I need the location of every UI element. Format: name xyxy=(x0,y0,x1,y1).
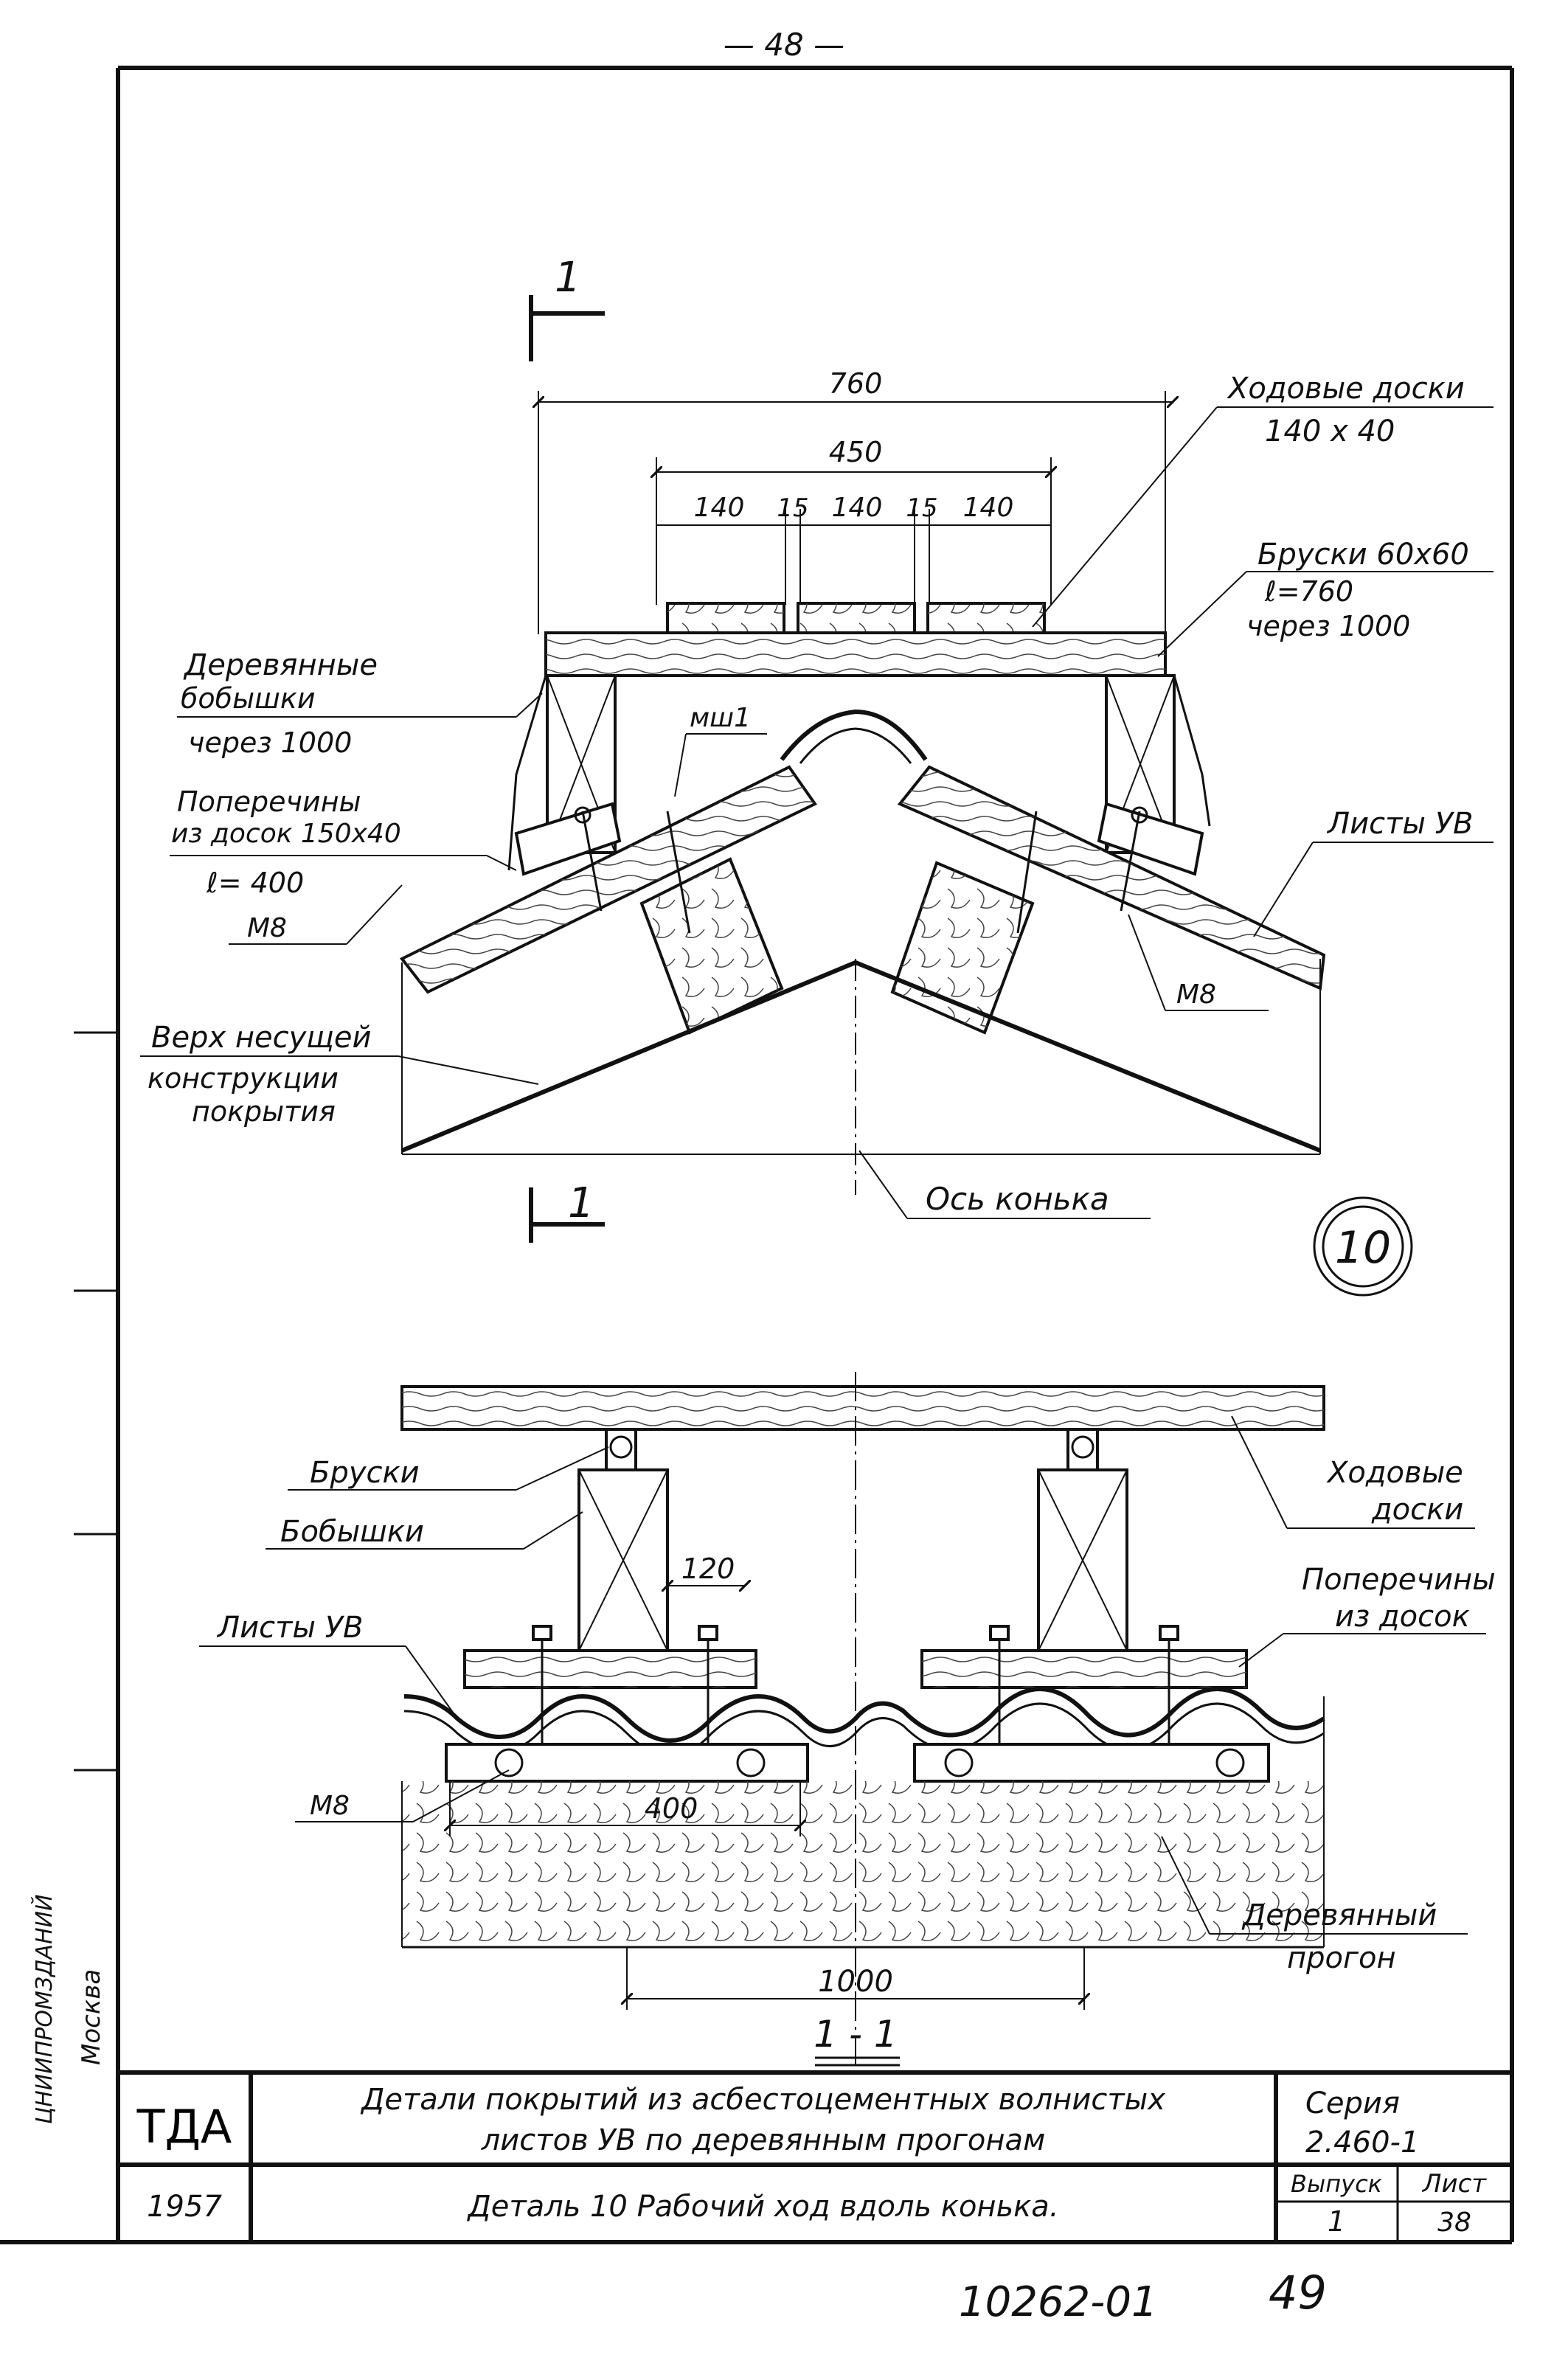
org-code: ТДА xyxy=(136,2100,232,2154)
svg-text:1: 1 xyxy=(568,1179,594,1227)
dim-15-a: 15 xyxy=(777,493,808,523)
label-top-structure: Верх несущей xyxy=(151,1021,372,1055)
svg-text:прогон: прогон xyxy=(1287,1941,1396,1975)
side-stamps: ЦНИИПРОМЗДАНИЙ Москва xyxy=(31,1031,118,2124)
dim-400: 400 xyxy=(645,1792,698,1825)
dim-760: 760 xyxy=(829,367,883,400)
year: 1957 xyxy=(147,2190,222,2224)
corrugated-sheet xyxy=(403,1687,1325,1757)
label-bars-lower: Бруски xyxy=(310,1456,420,1490)
svg-text:через 1000: через 1000 xyxy=(188,726,352,759)
detail-number: 10 xyxy=(1335,1222,1391,1274)
svg-text:1: 1 xyxy=(555,254,581,302)
lower-labels: Бруски Бобышки Листы УВ М8 Ходовые доски… xyxy=(199,1415,1496,2067)
label-ridge-axis: Ось конька xyxy=(926,1181,1109,1217)
top-dimensions: 760 450 140 15 140 15 140 xyxy=(538,367,1173,634)
series-label: Серия xyxy=(1305,2087,1400,2120)
section-mark-bottom: 1 xyxy=(529,1179,605,1243)
dim-1000: 1000 xyxy=(818,1965,893,1999)
svg-text:ℓ=760: ℓ=760 xyxy=(1264,575,1353,608)
label-crossbars-lower: Поперечины xyxy=(1302,1563,1496,1597)
issue-label: Выпуск xyxy=(1291,2170,1383,2198)
dim-140-c: 140 xyxy=(963,493,1014,523)
purlin-lower xyxy=(401,1696,1325,1949)
svg-text:доски: доски xyxy=(1371,1493,1463,1527)
label-crossbars: Поперечины xyxy=(177,785,361,818)
section-1-1: 120 400 1000 Бруски Бобышки Листы УВ М8 xyxy=(199,1372,1496,2080)
detail-circle: 10 xyxy=(1313,1196,1413,1297)
svg-text:из досок: из досок xyxy=(1335,1600,1470,1634)
dim-140-b: 140 xyxy=(832,493,883,523)
label-m8-lower: М8 xyxy=(310,1791,350,1821)
side-stamp-city: Москва xyxy=(77,1969,106,2065)
walkway-boards xyxy=(666,602,1046,634)
archive-number: 10262-01 xyxy=(959,2278,1158,2326)
page-number: — 48 — xyxy=(724,27,844,63)
sheet-label: Лист xyxy=(1421,2169,1487,2199)
label-walkway-boards: Ходовые доски xyxy=(1227,372,1465,406)
svg-text:бобышки: бобышки xyxy=(181,682,316,715)
section-title: 1 - 1 xyxy=(814,2013,897,2056)
sheet-value: 38 xyxy=(1437,2207,1471,2238)
label-sheets-uv: Листы УВ xyxy=(1326,807,1473,841)
walkway-board-long xyxy=(400,1372,1325,2080)
label-purlin: Деревянный xyxy=(1241,1898,1437,1932)
top-labels: Ходовые доски 140 х 40 Бруски 60х60 ℓ=76… xyxy=(140,372,1494,1219)
label-blocks-lower: Бобышки xyxy=(280,1515,424,1549)
lower-dimensions: 120 400 1000 xyxy=(450,1553,1084,2010)
label-msh1: мш1 xyxy=(690,703,751,733)
svg-text:через 1000: через 1000 xyxy=(1246,610,1410,642)
label-m8-right: М8 xyxy=(1176,979,1216,1010)
svg-text:конструкции: конструкции xyxy=(148,1062,339,1095)
label-sheets-uv-lower: Листы УВ xyxy=(216,1611,363,1645)
dim-120: 120 xyxy=(681,1553,735,1585)
issue-value: 1 xyxy=(1328,2205,1345,2238)
label-m8-left: М8 xyxy=(247,913,287,943)
bar-60x60 xyxy=(544,631,1167,677)
label-wooden-blocks: Деревянные xyxy=(183,648,378,682)
dim-15-b: 15 xyxy=(906,493,937,523)
svg-text:140 х 40: 140 х 40 xyxy=(1265,415,1395,448)
archive-page: 49 xyxy=(1269,2266,1327,2320)
bar-clamps xyxy=(605,1428,1099,1471)
side-stamp-org: ЦНИИПРОМЗДАНИЙ xyxy=(31,1894,58,2124)
section-mark-top: 1 xyxy=(529,254,605,361)
svg-text:ℓ= 400: ℓ= 400 xyxy=(206,867,304,899)
label-walkway-lower: Ходовые xyxy=(1326,1456,1463,1490)
sheets-uv xyxy=(399,709,1326,994)
title-block: ТДА Детали покрытий из асбестоцементных … xyxy=(118,2070,1512,2242)
svg-text:из досок 150х40: из досок 150х40 xyxy=(171,819,401,849)
detail-caption: Деталь 10 Рабочий ход вдоль конька. xyxy=(466,2190,1058,2224)
dim-140-a: 140 xyxy=(694,493,745,523)
title-line-1: Детали покрытий из асбестоцементных волн… xyxy=(360,2083,1165,2117)
purlins xyxy=(574,806,1148,1035)
blocks-lower xyxy=(577,1468,1128,1652)
bolts-lower xyxy=(532,1625,1179,1744)
label-bars: Бруски 60х60 xyxy=(1257,538,1469,572)
title-line-2: листов УВ по деревянным прогонам xyxy=(481,2123,1046,2157)
svg-text:покрытия: покрытия xyxy=(192,1095,336,1128)
series-value: 2.460-1 xyxy=(1305,2126,1419,2160)
dim-450: 450 xyxy=(829,436,883,468)
ridge-detail-section: 1 760 450 140 15 140 15 140 xyxy=(140,254,1494,1297)
